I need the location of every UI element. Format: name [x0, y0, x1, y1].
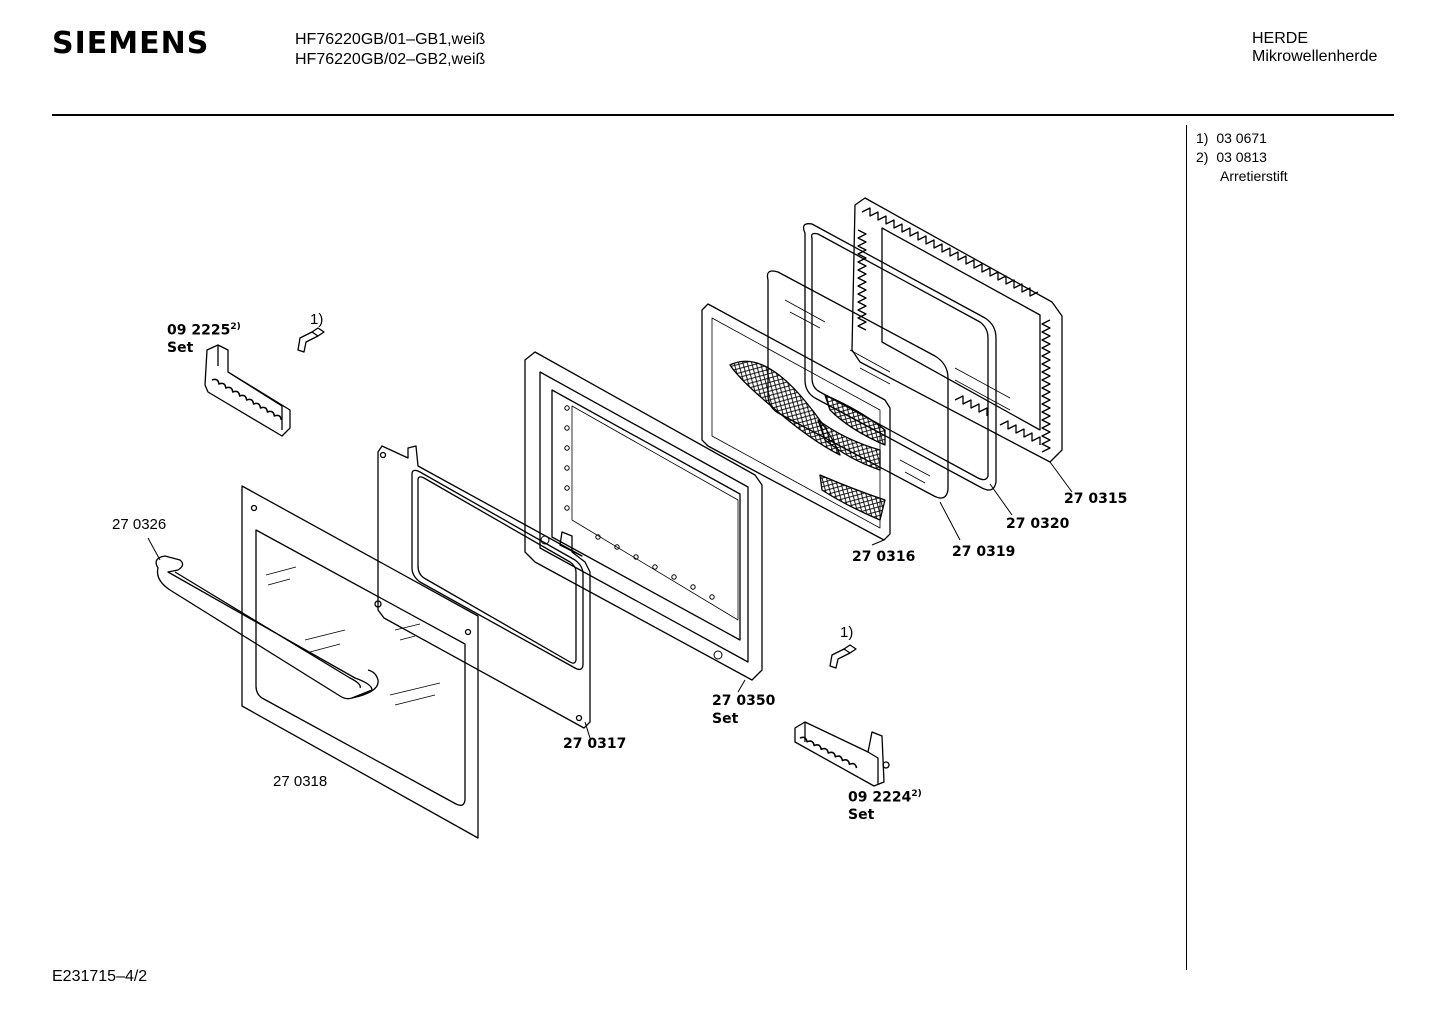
note-2: 2) 03 0813: [1196, 149, 1267, 165]
part-270318-label: 27 0318: [273, 773, 328, 790]
note-2-number: 2): [1196, 149, 1209, 165]
part-270315-label: 27 0315: [1064, 491, 1128, 507]
outer-glass-door-drawing: [241, 485, 479, 839]
upper-pin-note-ref: 1): [310, 311, 324, 328]
part-092225-number: 09 2225: [167, 322, 231, 339]
part-092224-label: 09 22242): [848, 789, 922, 806]
upper-pin-drawing: [297, 327, 325, 353]
part-092224-note-ref: 2): [911, 789, 922, 799]
note-1-number: 1): [1196, 130, 1209, 146]
lower-pin-drawing: [829, 644, 857, 669]
lower-pin-note-ref: 1): [840, 624, 854, 641]
mesh-screen-drawing: [701, 303, 891, 541]
part-092225-set: Set: [167, 340, 194, 356]
gasket-drawing: [802, 223, 997, 491]
part-270317-label: 27 0317: [563, 736, 627, 752]
brand-logo: SIEMENS: [52, 26, 210, 61]
model-line-2: HF76220GB/02–GB2,weiß: [295, 51, 486, 68]
part-092225-label: 09 22252): [167, 322, 241, 339]
part-270316-label: 27 0316: [852, 549, 916, 565]
part-270320-label: 27 0320: [1006, 516, 1070, 532]
rear-choke-seal-drawing: [851, 197, 1063, 463]
notes-divider: [1186, 125, 1187, 970]
part-092224-set: Set: [848, 807, 875, 823]
category: HERDE: [1252, 30, 1309, 47]
note-1-value: 03 0671: [1216, 130, 1267, 146]
note-2-value: 03 0813: [1216, 149, 1267, 165]
part-270350-label: 27 0350: [712, 693, 776, 709]
inner-door-frame-drawing: [524, 351, 763, 681]
document-id: E231715–4/2: [52, 968, 148, 985]
leader-lines: [147, 461, 1073, 739]
lower-hinge-drawing: [794, 721, 890, 787]
inner-glass-pane-drawing: [766, 270, 949, 499]
note-2-description: Arretierstift: [1220, 168, 1288, 184]
upper-hinge-drawing: [204, 344, 291, 437]
note-1: 1) 03 0671: [1196, 130, 1267, 146]
subcategory: Mikrowellenherde: [1252, 48, 1378, 65]
part-092225-note-ref: 2): [230, 322, 241, 332]
part-092224-number: 09 2224: [848, 789, 912, 806]
header-divider: [52, 114, 1394, 116]
part-270326-label: 27 0326: [112, 516, 167, 533]
middle-frame-drawing: [377, 445, 591, 729]
model-line-1: HF76220GB/01–GB1,weiß: [295, 31, 486, 48]
door-handle-drawing: [155, 555, 379, 700]
part-270319-label: 27 0319: [952, 544, 1016, 560]
part-270350-set: Set: [712, 711, 739, 727]
